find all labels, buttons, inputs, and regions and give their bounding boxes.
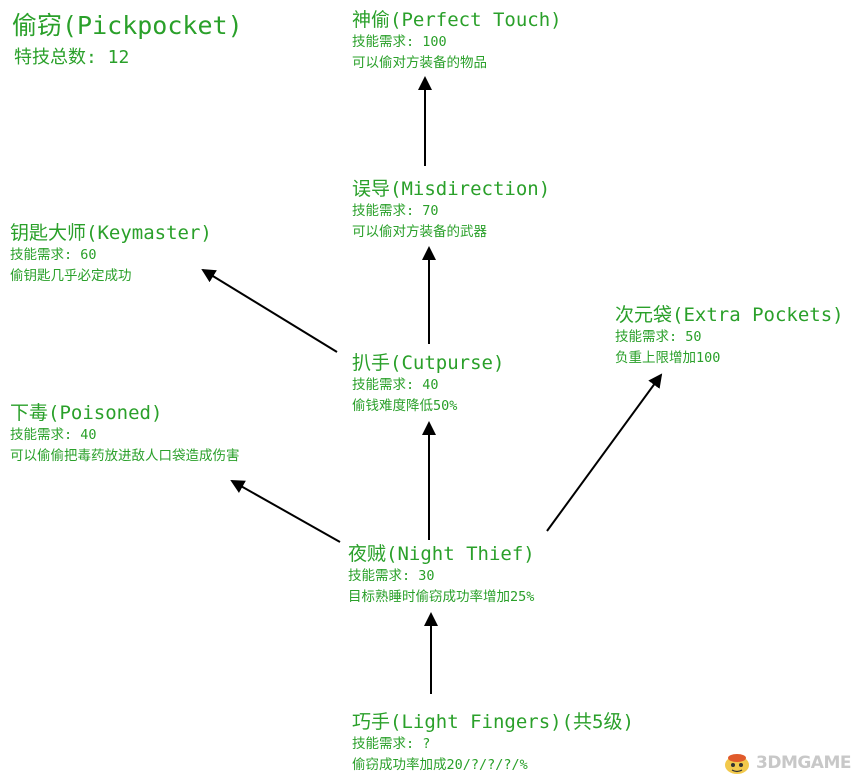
perk-cutpurse: 扒手(Cutpurse) 技能需求: 40 偷钱难度降低50% xyxy=(352,351,504,417)
perk-requirement: 技能需求: 50 xyxy=(615,329,702,345)
edge-night-thief-to-extra-pockets xyxy=(546,373,663,532)
perk-requirement: 技能需求: 40 xyxy=(10,427,97,443)
perk-description: 可以偷偷把毒药放进敌人口袋造成伤害 xyxy=(10,448,240,464)
perk-name: 误导(Misdirection) xyxy=(352,178,551,200)
page-title: 偷窃(Pickpocket) xyxy=(12,11,243,40)
perk-name: 夜贼(Night Thief) xyxy=(348,543,535,565)
perk-name: 神偷(Perfect Touch) xyxy=(352,9,562,31)
perk-misdirection: 误导(Misdirection) 技能需求: 70 可以偷对方装备的武器 xyxy=(352,177,550,243)
perk-description: 偷钱难度降低50% xyxy=(352,398,458,414)
perk-extra-pockets: 次元袋(Extra Pockets) 技能需求: 50 负重上限增加100 xyxy=(615,303,844,369)
watermark-text: 3DMGAME xyxy=(756,753,852,773)
edge-night-thief-to-poisoned xyxy=(230,480,341,543)
perk-name: 次元袋(Extra Pockets) xyxy=(615,304,844,326)
perk-poisoned: 下毒(Poisoned) 技能需求: 40 可以偷偷把毒药放进敌人口袋造成伤害 xyxy=(10,401,240,467)
watermark-logo: 3DMGAME xyxy=(722,750,852,776)
perk-description: 可以偷对方装备的武器 xyxy=(352,224,487,240)
perk-description: 偷窃成功率加成20/?/?/?/% xyxy=(352,757,528,773)
perk-requirement: 技能需求: 40 xyxy=(352,377,439,393)
perk-light-fingers: 巧手(Light Fingers)(共5级) 技能需求: ? 偷窃成功率加成20… xyxy=(352,710,634,776)
perk-keymaster: 钥匙大师(Keymaster) 技能需求: 60 偷钥匙几乎必定成功 xyxy=(10,221,212,287)
perk-requirement: 技能需求: ? xyxy=(352,736,431,752)
perk-night-thief: 夜贼(Night Thief) 技能需求: 30 目标熟睡时偷窃成功率增加25% xyxy=(348,542,535,608)
perk-description: 偷钥匙几乎必定成功 xyxy=(10,268,132,284)
perk-name: 巧手(Light Fingers)(共5级) xyxy=(352,711,634,733)
perk-description: 负重上限增加100 xyxy=(615,350,721,366)
perk-requirement: 技能需求: 60 xyxy=(10,247,97,263)
perk-description: 可以偷对方装备的物品 xyxy=(352,55,487,71)
perk-name: 下毒(Poisoned) xyxy=(10,402,163,424)
perk-name: 扒手(Cutpurse) xyxy=(352,352,505,374)
mascot-icon xyxy=(725,754,749,774)
perk-name: 钥匙大师(Keymaster) xyxy=(10,222,212,244)
perk-requirement: 技能需求: 100 xyxy=(352,34,447,50)
perk-requirement: 技能需求: 30 xyxy=(348,568,435,584)
perk-count: 特技总数: 12 xyxy=(14,47,130,68)
perk-requirement: 技能需求: 70 xyxy=(352,203,439,219)
edge-cutpurse-to-keymaster xyxy=(201,268,338,353)
perk-perfect-touch: 神偷(Perfect Touch) 技能需求: 100 可以偷对方装备的物品 xyxy=(352,8,562,74)
perk-description: 目标熟睡时偷窃成功率增加25% xyxy=(348,589,535,605)
